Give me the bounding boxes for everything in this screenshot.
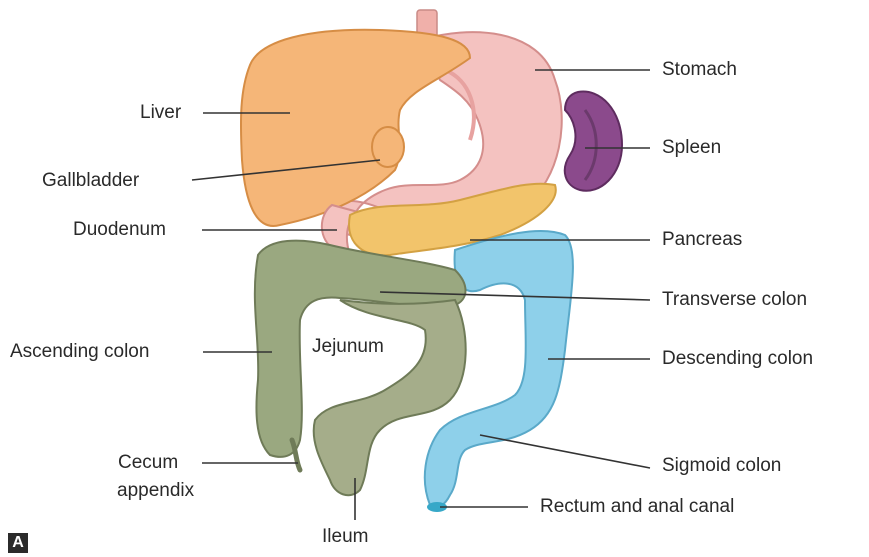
label-stomach: Stomach <box>662 59 737 81</box>
label-cecum: Cecum <box>118 452 178 474</box>
label-rectum: Rectum and anal canal <box>540 496 734 518</box>
label-transverse-colon: Transverse colon <box>662 289 807 311</box>
label-jejunum: Jejunum <box>312 336 384 358</box>
label-ileum: Ileum <box>322 526 368 548</box>
label-spleen: Spleen <box>662 137 721 159</box>
label-appendix: appendix <box>117 480 194 502</box>
leader-sigmoid-colon <box>480 435 650 468</box>
spleen-shape <box>565 92 622 191</box>
panel-letter-badge: A <box>8 533 28 553</box>
label-gallbladder: Gallbladder <box>42 170 139 192</box>
label-descending-colon: Descending colon <box>662 348 813 370</box>
label-ascending-colon: Ascending colon <box>10 341 149 363</box>
label-pancreas: Pancreas <box>662 229 742 251</box>
label-liver: Liver <box>140 102 181 124</box>
label-duodenum: Duodenum <box>73 219 166 241</box>
label-sigmoid-colon: Sigmoid colon <box>662 455 781 477</box>
